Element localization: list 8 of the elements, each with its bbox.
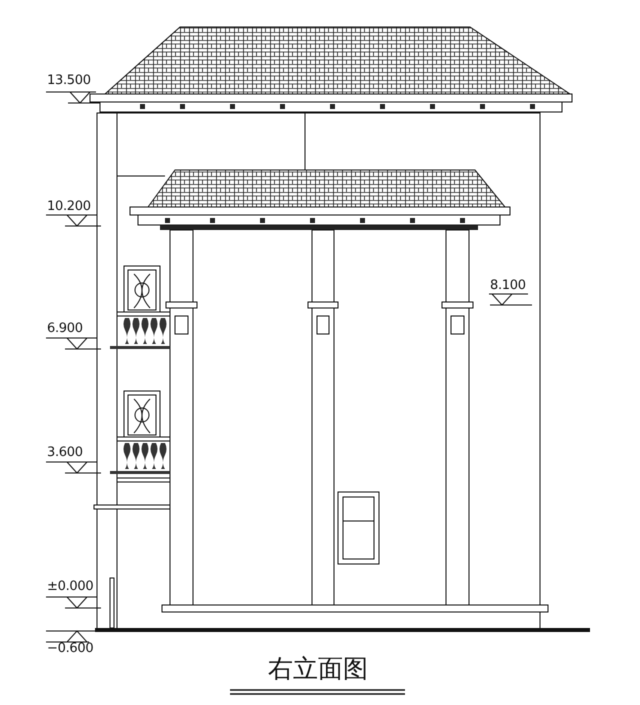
- elevation-label: ±0.000: [47, 580, 94, 594]
- elevation-label: 6.900: [47, 322, 83, 336]
- elevation-label: 8.100: [490, 279, 526, 293]
- elevation-label: 3.600: [47, 446, 83, 460]
- drawing-title: 右立面图: [267, 653, 369, 685]
- elevation-label: −0.600: [47, 642, 94, 656]
- elevation-label: 13.500: [47, 74, 91, 88]
- elevation-label: 10.200: [47, 200, 91, 214]
